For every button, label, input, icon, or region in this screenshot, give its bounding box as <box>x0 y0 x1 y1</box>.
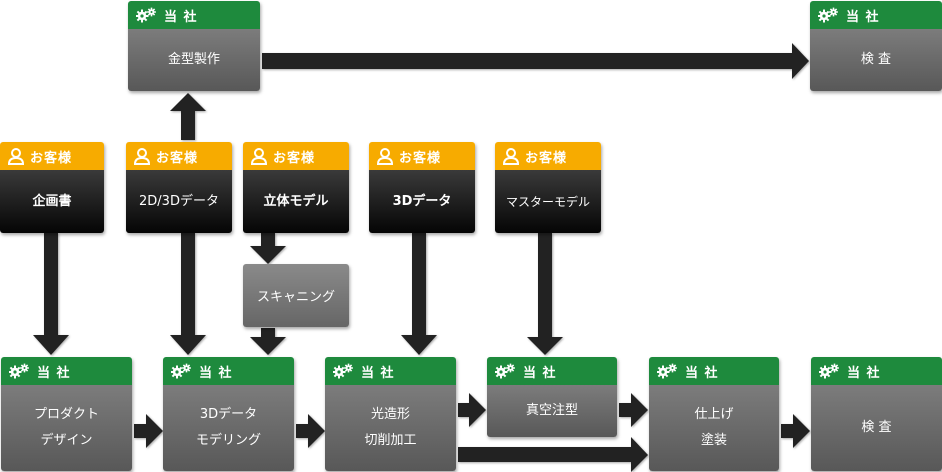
node-text-line2: 切削加工 <box>364 433 417 448</box>
arrow-vacuum-to-finishing <box>619 393 648 427</box>
node-master-model: お客様 マスターモデル <box>495 142 601 233</box>
us-header: 当 社 <box>325 357 456 385</box>
gears-icon <box>818 7 840 23</box>
us-header: 当 社 <box>1 357 132 385</box>
arrow-model-to-scan <box>250 233 286 264</box>
node-inspection-bottom: 当 社 検 査 <box>811 357 942 471</box>
node-text: 3Dデータ モデリング <box>163 385 294 471</box>
customer-header: お客様 <box>243 142 349 170</box>
arrow-finishing-to-inspection <box>781 414 810 448</box>
node-text-line2: デザイン <box>40 433 93 448</box>
gears-icon <box>171 363 193 379</box>
person-icon <box>251 147 267 165</box>
gears-icon <box>333 363 355 379</box>
node-text: 仕上げ 塗装 <box>649 385 779 471</box>
node-text: マスターモデル <box>495 170 601 233</box>
customer-header: お客様 <box>0 142 104 170</box>
us-header: 当 社 <box>487 357 617 385</box>
person-icon <box>8 147 24 165</box>
customer-header: お客様 <box>126 142 232 170</box>
person-icon <box>503 147 519 165</box>
arrow-3d-down <box>401 233 437 355</box>
us-label: 当 社 <box>523 365 557 381</box>
us-label: 当 社 <box>37 365 71 381</box>
gears-icon <box>495 363 517 379</box>
node-stereolithography: 当 社 光造形 切削加工 <box>325 357 456 471</box>
node-text: 3Dデータ <box>369 170 475 233</box>
node-text: 検 査 <box>811 385 942 471</box>
arrow-master-down <box>527 233 563 355</box>
customer-header: お客様 <box>369 142 475 170</box>
node-text: 金型製作 <box>128 29 260 91</box>
node-text-line1: プロダクト <box>33 407 99 422</box>
node-inspection-top: 当 社 検 査 <box>810 1 942 91</box>
arrow-scan-to-modeling <box>250 328 286 355</box>
arrow-sla-to-finishing <box>458 437 648 472</box>
us-header: 当 社 <box>811 357 942 385</box>
node-text: プロダクト デザイン <box>1 385 132 471</box>
customer-label: お客様 <box>156 150 199 166</box>
us-label: 当 社 <box>685 365 719 381</box>
node-product-design: 当 社 プロダクト デザイン <box>1 357 132 471</box>
customer-label: お客様 <box>30 150 73 166</box>
arrow-2d3d-down <box>170 233 206 355</box>
customer-label: お客様 <box>399 150 442 166</box>
node-text: 光造形 切削加工 <box>325 385 456 471</box>
node-text: 2D/3Dデータ <box>126 170 232 233</box>
us-header: 当 社 <box>810 1 942 29</box>
us-label: 当 社 <box>846 9 880 25</box>
node-text-line2: モデリング <box>195 433 261 448</box>
arrow-modeling-to-sla <box>296 414 325 448</box>
node-3d-modeling: 当 社 3Dデータ モデリング <box>163 357 294 471</box>
us-label: 当 社 <box>164 9 198 25</box>
node-scanning: スキャニング <box>243 264 349 327</box>
gears-icon <box>657 363 679 379</box>
person-icon <box>377 147 393 165</box>
node-text-line1: 3Dデータ <box>199 407 258 422</box>
gears-icon <box>9 363 31 379</box>
node-2d3d-data: お客様 2D/3Dデータ <box>126 142 232 233</box>
node-text: 検 査 <box>810 29 942 91</box>
gears-icon <box>136 7 158 23</box>
arrow-mold-to-inspection <box>262 43 809 79</box>
us-header: 当 社 <box>163 357 294 385</box>
us-header: 当 社 <box>128 1 260 29</box>
node-text: 企画書 <box>0 170 104 233</box>
arrow-modeling-to-mold <box>170 93 206 140</box>
arrow-design-to-modeling <box>134 414 163 448</box>
node-finishing: 当 社 仕上げ 塗装 <box>649 357 779 471</box>
node-text-line1: 仕上げ <box>694 407 734 422</box>
node-text-line2: 塗装 <box>700 433 727 448</box>
arrow-sla-to-vacuum <box>458 393 486 427</box>
customer-label: お客様 <box>525 150 568 166</box>
node-physical-model: お客様 立体モデル <box>243 142 349 233</box>
node-text-line1: 光造形 <box>370 407 410 422</box>
node-mold-making: 当 社 金型製作 <box>128 1 260 91</box>
us-label: 当 社 <box>847 365 881 381</box>
customer-header: お客様 <box>495 142 601 170</box>
us-header: 当 社 <box>649 357 779 385</box>
gears-icon <box>819 363 841 379</box>
arrow-proposal-down <box>33 233 69 355</box>
node-text: 真空注型 <box>487 385 617 437</box>
node-proposal: お客様 企画書 <box>0 142 104 233</box>
customer-label: お客様 <box>273 150 316 166</box>
node-text: スキャニング <box>256 290 335 305</box>
person-icon <box>134 147 150 165</box>
node-vacuum-casting: 当 社 真空注型 <box>487 357 617 437</box>
us-label: 当 社 <box>199 365 233 381</box>
node-text: 立体モデル <box>243 170 349 233</box>
us-label: 当 社 <box>361 365 395 381</box>
node-3d-data: お客様 3Dデータ <box>369 142 475 233</box>
